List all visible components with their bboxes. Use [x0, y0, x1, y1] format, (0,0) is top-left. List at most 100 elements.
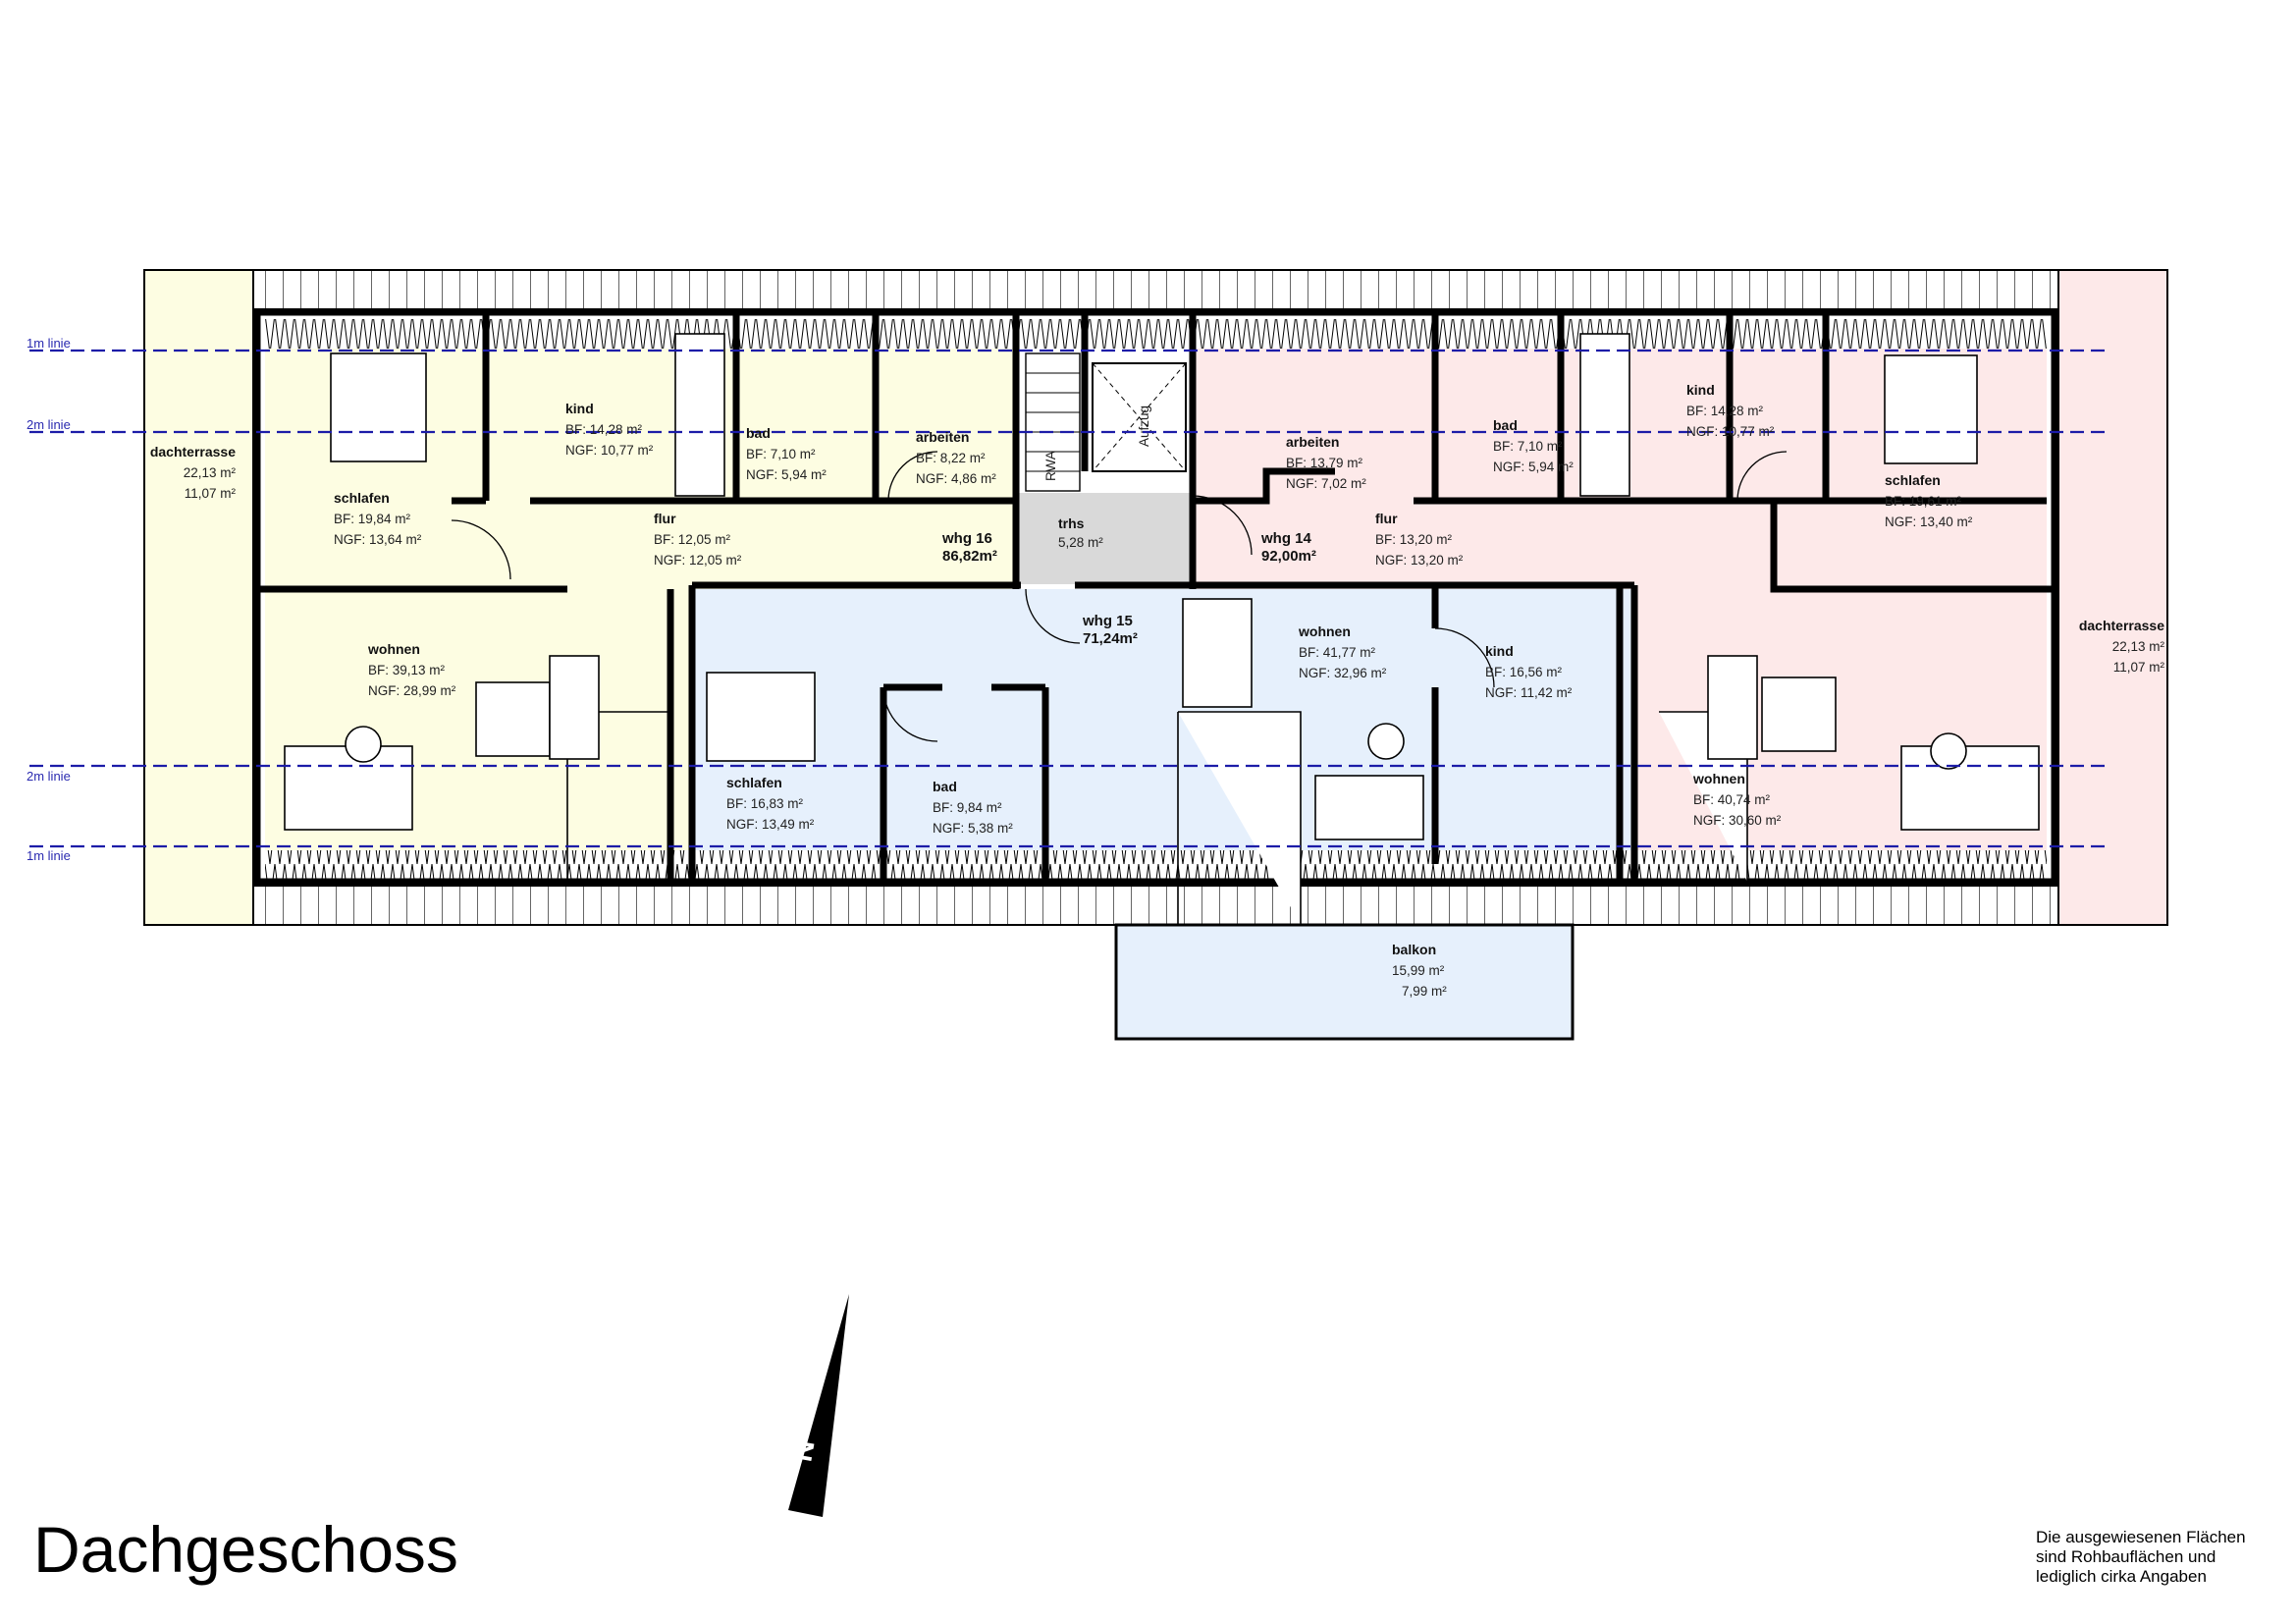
note-line: Die ausgewiesenen Flächen	[2036, 1528, 2246, 1546]
room-area-bf: BF: 12,05 m²	[654, 532, 731, 547]
room-area-bf: BF: 16,56 m²	[1485, 665, 1563, 679]
unit-whg15: whg 15 71,24m²	[1082, 613, 1138, 647]
page-title: Dachgeschoss	[33, 1513, 458, 1586]
stairwell-label: trhs 5,28 m²	[1058, 515, 1103, 550]
room-area-bf: BF: 7,10 m²	[1493, 439, 1563, 454]
height-line-label: 1m linie	[27, 336, 71, 351]
insulation-top	[265, 319, 2047, 349]
zone-whg15	[692, 589, 1634, 874]
room-name: dachterrasse	[2079, 618, 2164, 633]
room-area-bf: BF: 13,20 m²	[1375, 532, 1453, 547]
room-area-ngf: NGF: 12,05 m²	[654, 553, 742, 568]
room-area-ngf: 7,99 m²	[1402, 984, 1447, 999]
room-area-ngf: NGF: 7,02 m²	[1286, 476, 1366, 491]
room-area-ngf: 11,07 m²	[185, 486, 237, 501]
room-area-bf: BF: 13,79 m²	[1286, 456, 1363, 470]
room-label-dachterrasse: dachterrasse 22,13 m² 11,07 m²	[150, 444, 237, 501]
room-area-bf: BF: 9,84 m²	[933, 800, 1002, 815]
roof-band-bottom	[252, 885, 2059, 926]
room-area-ngf: NGF: 32,96 m²	[1299, 666, 1387, 680]
note-line: sind Rohbauflächen und	[2036, 1547, 2216, 1566]
room-area-bf: 15,99 m²	[1392, 963, 1445, 978]
svg-text:86,82m²: 86,82m²	[942, 548, 997, 565]
room-area-ngf: NGF: 30,60 m²	[1693, 813, 1782, 828]
svg-text:whg 15: whg 15	[1082, 613, 1133, 629]
furniture	[284, 333, 2040, 840]
rwa-label: RWA	[1043, 451, 1058, 481]
room-area-bf: BF: 40,74 m²	[1693, 792, 1771, 807]
terrace-right	[2057, 269, 2168, 926]
room-area-bf: BF: 8,22 m²	[916, 451, 986, 465]
room-name: wohnen	[1692, 771, 1745, 786]
svg-text:92,00m²: 92,00m²	[1261, 548, 1316, 565]
room-area-bf: BF: 14,28 m²	[1686, 404, 1764, 418]
room-area-ngf: NGF: 5,38 m²	[933, 821, 1013, 836]
insulation-bottom	[265, 850, 2047, 880]
terrace-left	[143, 269, 254, 926]
room-name: wohnen	[1298, 623, 1351, 639]
room-area-bf: BF: 19,84 m²	[334, 512, 411, 526]
area-disclaimer: Die ausgewiesenen Flächen sind Rohbauflä…	[2036, 1528, 2246, 1587]
room-area-ngf: NGF: 13,40 m²	[1885, 514, 1973, 529]
zone-trhs	[1016, 493, 1193, 584]
north-arrow-icon: N	[785, 1294, 849, 1517]
unit-whg16: whg 16 86,82m²	[941, 530, 997, 565]
room-area-bf: BF: 19,61 m²	[1885, 494, 1962, 509]
room-area-ngf: 11,07 m²	[2113, 660, 2165, 675]
room-area-ngf: NGF: 5,94 m²	[746, 467, 827, 482]
zone-whg16	[265, 319, 1016, 874]
height-line-label: 2m linie	[27, 769, 71, 784]
room-name: flur	[654, 511, 676, 526]
room-area-ngf: NGF: 5,94 m²	[1493, 460, 1574, 474]
room-area-ngf: NGF: 4,86 m²	[916, 471, 996, 486]
room-area-ngf: NGF: 13,49 m²	[726, 817, 815, 832]
room-name: schlafen	[726, 775, 782, 790]
room-name: bad	[933, 779, 957, 794]
room-area-bf: BF: 16,83 m²	[726, 796, 804, 811]
room-name: arbeiten	[1286, 434, 1339, 450]
note-line: lediglich cirka Angaben	[2036, 1567, 2207, 1586]
room-area-bf: BF: 14,28 m²	[565, 422, 643, 437]
height-line-label: 1m linie	[27, 848, 71, 863]
balcony	[1114, 923, 1575, 1041]
room-area-ngf: NGF: 10,77 m²	[565, 443, 654, 458]
room-name: kind	[1686, 382, 1715, 398]
doors	[451, 451, 1788, 742]
height-line-label: 2m linie	[27, 417, 71, 432]
stair: RWA	[1025, 352, 1081, 492]
room-area-ngf: NGF: 13,64 m²	[334, 532, 422, 547]
room-name: wohnen	[367, 641, 420, 657]
room-area-ngf: NGF: 13,20 m²	[1375, 553, 1464, 568]
room-name: bad	[746, 425, 771, 441]
svg-text:whg 14: whg 14	[1260, 530, 1312, 547]
aufzug-label: Aufzug	[1137, 406, 1151, 447]
room-name: schlafen	[1885, 472, 1941, 488]
room-name: kind	[565, 401, 594, 416]
room-name: arbeiten	[916, 429, 969, 445]
svg-text:trhs: trhs	[1058, 515, 1085, 531]
svg-text:whg 16: whg 16	[941, 530, 992, 547]
room-area-ngf: NGF: 11,42 m²	[1485, 685, 1573, 700]
room-name: schlafen	[334, 490, 390, 506]
room-area-bf: 22,13 m²	[184, 465, 237, 480]
room-name: flur	[1375, 511, 1398, 526]
room-name: dachterrasse	[150, 444, 236, 460]
room-area-ngf: NGF: 28,99 m²	[368, 683, 456, 698]
